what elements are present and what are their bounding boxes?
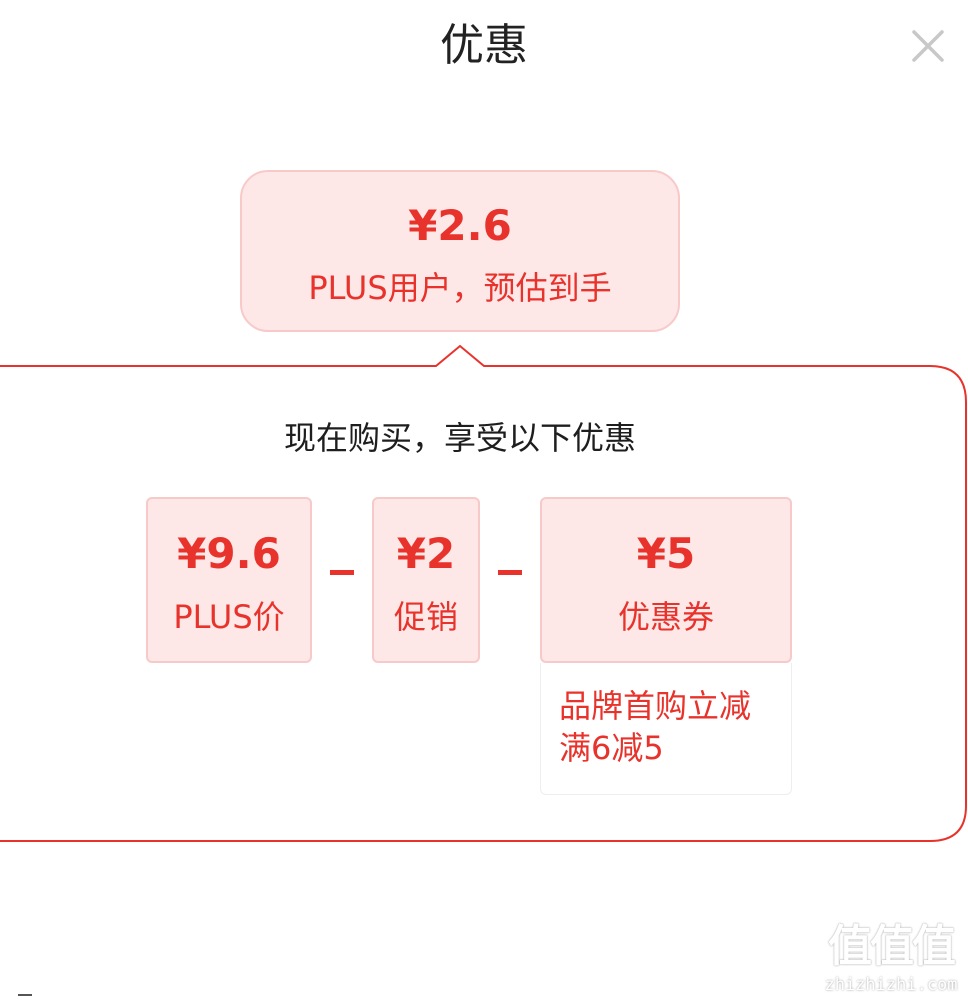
coupon-detail: 品牌首购立减 满6减5 [540,663,792,795]
promotion-amount: ¥2 [396,529,456,578]
discount-detail-panel [0,344,967,842]
watermark-logo: 值值值 [828,921,956,972]
coupon-card: ¥5 优惠券 [540,497,792,663]
plus-price-amount: ¥9.6 [177,529,281,578]
discount-heading: 现在购买，享受以下优惠 [283,419,636,457]
watermark-text: zhizhizhi.com [824,975,958,995]
promotion-card: ¥2 促销 [372,497,480,663]
coupon-detail-line: 满6减5 [559,729,664,767]
close-icon [912,30,944,62]
coupon-detail-line: 品牌首购立减 [559,687,752,725]
estimated-price: ¥2.6 [408,201,512,250]
watermark: 值值值 zhizhizhi.com [818,920,964,1000]
partial-text-fragment [18,994,32,996]
coupon-amount: ¥5 [636,529,696,578]
page-title: 优惠 [440,20,528,71]
minus-icon [498,570,522,575]
estimated-price-label: PLUS用户，预估到手 [308,269,612,307]
minus-icon [330,570,354,575]
coupon-label: 优惠券 [617,598,714,636]
plus-price-card: ¥9.6 PLUS价 [146,497,312,663]
estimated-price-box: ¥2.6 PLUS用户，预估到手 [240,170,680,332]
promotion-label: 促销 [393,598,458,636]
close-button[interactable] [906,24,950,68]
plus-price-label: PLUS价 [173,598,285,636]
